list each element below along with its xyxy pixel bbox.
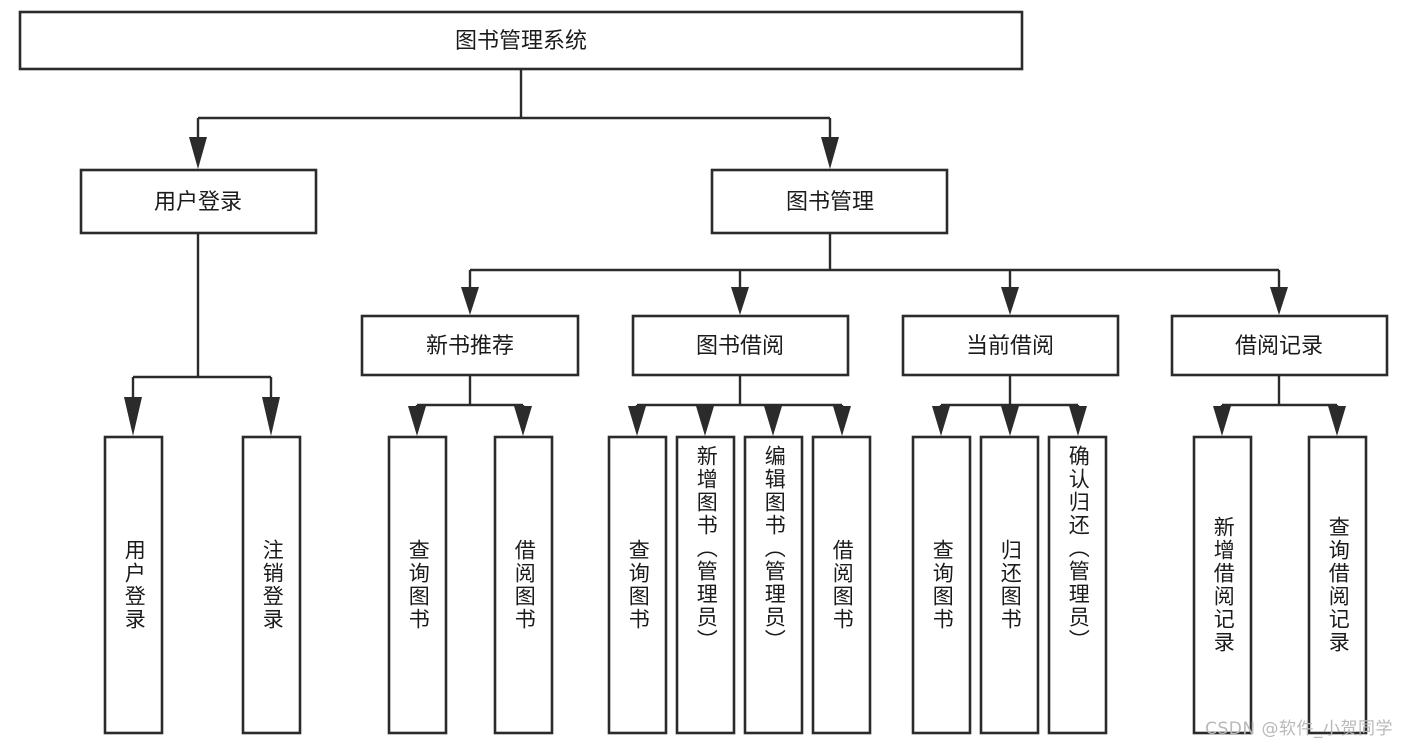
node-borrow-record-label: 借阅记录: [1235, 334, 1323, 359]
node-leaf-user-login[interactable]: [103, 435, 164, 735]
arrow-book-borrow: [731, 287, 749, 315]
node-current-borrow[interactable]: [901, 314, 1120, 377]
node-leaf-add-record[interactable]: [1192, 435, 1253, 735]
node-borrow-record[interactable]: [1170, 314, 1389, 377]
arrow-leaf-edit-book: [764, 406, 782, 436]
csdn-watermark: CSDN @软件_小贺同学: [1205, 719, 1393, 739]
arrow-book-manage: [821, 137, 839, 169]
node-root-label: 图书管理系统: [455, 29, 587, 54]
arrow-leaf-return-book: [1001, 406, 1019, 436]
node-leaf-add-book[interactable]: [675, 435, 736, 735]
arrow-leaf-confirm-return: [1069, 406, 1087, 436]
arrow-user-login: [189, 137, 207, 169]
node-current-borrow-label: 当前借阅: [966, 334, 1054, 359]
node-user-login[interactable]: [79, 168, 318, 235]
arrow-current-borrow: [1001, 287, 1019, 315]
node-book-borrow[interactable]: [631, 314, 850, 377]
node-new-book-recommend[interactable]: [360, 314, 580, 377]
node-book-borrow-label: 图书借阅: [696, 334, 784, 359]
arrow-leaf-query-book-3: [932, 406, 950, 436]
node-leaf-borrow-book-1[interactable]: [493, 435, 554, 735]
node-leaf-edit-book[interactable]: [743, 435, 804, 735]
arrow-leaf-add-record: [1213, 406, 1231, 436]
node-leaf-query-record[interactable]: [1307, 435, 1368, 735]
node-leaf-return-book[interactable]: [979, 435, 1040, 735]
node-leaf-query-book-2[interactable]: [607, 435, 668, 735]
arrow-leaf-add-book: [696, 406, 714, 436]
node-new-book-recommend-label: 新书推荐: [426, 334, 514, 359]
arrow-leaf-user-logout: [262, 397, 280, 436]
node-leaf-user-logout[interactable]: [241, 435, 302, 735]
node-book-manage[interactable]: [710, 168, 949, 235]
arrow-leaf-query-book-1: [408, 406, 426, 436]
arrow-leaf-borrow-book-2: [833, 406, 851, 436]
arrow-borrow-record: [1270, 287, 1288, 315]
node-leaf-borrow-book-2[interactable]: [811, 435, 872, 735]
arrow-leaf-user-login: [124, 397, 142, 436]
node-leaf-confirm-return[interactable]: [1047, 435, 1108, 735]
arrow-new-book-recommend: [461, 287, 479, 315]
arrow-leaf-borrow-book-1: [514, 406, 532, 436]
node-leaf-query-book-1[interactable]: [387, 435, 448, 735]
node-book-manage-label: 图书管理: [786, 190, 874, 215]
connectors-layer: [124, 69, 1346, 436]
arrow-leaf-query-book-2: [628, 406, 646, 436]
node-user-login-label: 用户登录: [154, 190, 242, 215]
nodes-layer: 图书管理系统 用户登录 图书管理 新书推荐 图书借阅 当前借阅 借阅记录: [18, 10, 1389, 735]
node-leaf-query-book-3[interactable]: [911, 435, 972, 735]
node-root[interactable]: [18, 10, 1024, 71]
arrow-leaf-query-record: [1328, 406, 1346, 436]
